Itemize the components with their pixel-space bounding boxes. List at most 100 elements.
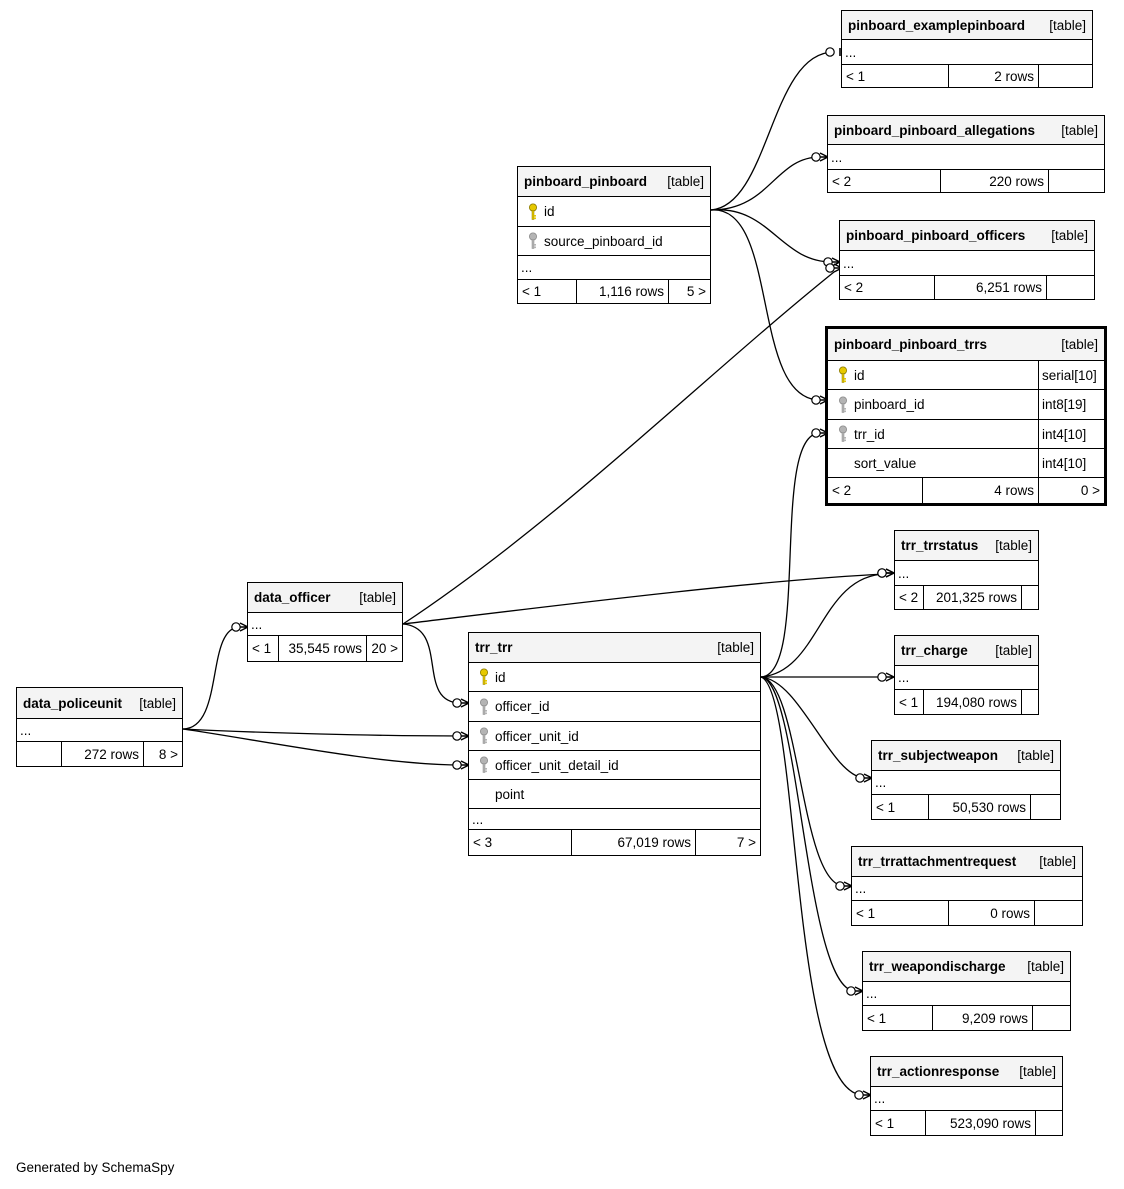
parents-link[interactable]: < 2 [844, 280, 864, 295]
more-columns-ellipsis[interactable]: ... [872, 770, 1060, 794]
children-link[interactable] [1048, 170, 1104, 192]
column-row[interactable]: officer_id [469, 691, 760, 721]
column-row[interactable]: id [469, 662, 760, 691]
children-link[interactable]: 20 > [366, 636, 402, 661]
table-header[interactable]: pinboard_pinboard_officers [table] [840, 221, 1094, 250]
table-type-tag: [table] [1019, 1064, 1056, 1079]
table-header[interactable]: pinboard_pinboard_trrs [table] [828, 329, 1104, 360]
children-link[interactable] [1035, 1111, 1062, 1135]
column-row[interactable]: officer_unit_id [469, 721, 760, 750]
more-columns-ellipsis[interactable]: ... [840, 250, 1094, 275]
children-link[interactable]: 0 > [1038, 478, 1104, 503]
parents-link[interactable]: < 1 [875, 1115, 895, 1131]
parents-link[interactable]: < 1 [846, 68, 866, 84]
column-row[interactable]: sort_value int4[10] [828, 448, 1104, 477]
more-columns-ellipsis[interactable]: ... [842, 39, 1092, 64]
more-columns-ellipsis[interactable]: ... [852, 876, 1082, 900]
table-type-tag: [table] [1061, 337, 1098, 352]
column-row[interactable]: pinboard_id int8[19] [828, 389, 1104, 419]
children-link[interactable] [1032, 1006, 1070, 1030]
table-header[interactable]: data_officer [table] [248, 583, 402, 612]
table-header[interactable]: pinboard_examplepinboard [table] [842, 11, 1092, 39]
table-header[interactable]: pinboard_pinboard [table] [518, 167, 710, 196]
children-link[interactable] [1038, 65, 1092, 87]
children-link[interactable] [1034, 901, 1082, 925]
table-header[interactable]: trr_actionresponse [table] [871, 1057, 1062, 1086]
parents-link[interactable]: < 2 [899, 590, 919, 605]
column-row[interactable]: point [469, 779, 760, 808]
table-type-tag: [table] [139, 695, 176, 711]
table-type-tag: [table] [717, 640, 754, 655]
table-header[interactable]: pinboard_pinboard_allegations [table] [828, 116, 1104, 144]
table-header[interactable]: trr_trr [table] [469, 633, 760, 662]
children-link[interactable]: 8 > [143, 742, 182, 766]
table-trr-trrattachmentrequest[interactable]: trr_trrattachmentrequest [table]... < 1 … [851, 846, 1083, 926]
parents-link[interactable]: < 3 [473, 835, 493, 850]
table-header[interactable]: trr_trrstatus [table] [895, 531, 1038, 560]
row-count: 194,080 rows [923, 690, 1021, 714]
more-columns-ellipsis[interactable]: ... [518, 255, 710, 279]
table-pinboard-pinboard-allegations[interactable]: pinboard_pinboard_allegations [table]...… [827, 115, 1105, 193]
parents-link[interactable]: < 2 [832, 173, 852, 189]
relationship-line [182, 626, 241, 730]
column-name: officer_unit_id [495, 728, 579, 744]
parents-link[interactable]: < 1 [867, 1010, 887, 1026]
table-footer: < 1 50,530 rows [872, 794, 1060, 819]
children-link[interactable] [1021, 690, 1038, 714]
table-data-officer[interactable]: data_officer [table]... < 1 35,545 rows … [247, 582, 403, 662]
column-row[interactable]: id serial[10] [828, 360, 1104, 389]
parents-link[interactable]: < 1 [856, 905, 876, 921]
more-columns-ellipsis[interactable]: ... [895, 665, 1038, 689]
column-row[interactable]: officer_unit_detail_id [469, 750, 760, 779]
children-link[interactable] [1046, 276, 1094, 299]
table-pinboard-pinboard[interactable]: pinboard_pinboard [table] id source_pinb… [517, 166, 711, 304]
children-link[interactable] [1021, 586, 1038, 609]
parents-link[interactable]: < 1 [876, 799, 896, 815]
column-row[interactable]: id [518, 196, 710, 226]
table-trr-subjectweapon[interactable]: trr_subjectweapon [table]... < 1 50,530 … [871, 740, 1061, 820]
column-name: sort_value [854, 455, 917, 471]
children-link[interactable]: 7 > [695, 830, 760, 855]
table-trr-charge[interactable]: trr_charge [table]... < 1 194,080 rows [894, 635, 1039, 715]
table-name: trr_subjectweapon [878, 748, 999, 763]
parents-link[interactable]: < 1 [252, 641, 272, 656]
more-columns-ellipsis[interactable]: ... [248, 612, 402, 635]
row-count: 9,209 rows [932, 1006, 1032, 1030]
foreign-key-icon [473, 755, 495, 775]
table-name: pinboard_examplepinboard [848, 17, 1026, 33]
table-trr-weapondischarge[interactable]: trr_weapondischarge [table]... < 1 9,209… [862, 951, 1071, 1031]
table-trr-trrstatus[interactable]: trr_trrstatus [table]... < 2 201,325 row… [894, 530, 1039, 610]
more-columns-ellipsis[interactable]: ... [863, 981, 1070, 1005]
table-pinboard-examplepinboard[interactable]: pinboard_examplepinboard [table]... < 1 … [841, 10, 1093, 88]
relationship-line [760, 676, 864, 1096]
more-columns-ellipsis[interactable]: ... [895, 560, 1038, 585]
parents-link[interactable]: < 1 [899, 694, 919, 710]
table-name: pinboard_pinboard_allegations [834, 122, 1036, 138]
children-link[interactable] [1030, 795, 1060, 819]
table-pinboard-pinboard-trrs[interactable]: pinboard_pinboard_trrs [table] id serial… [825, 326, 1107, 506]
table-header[interactable]: trr_weapondischarge [table] [863, 952, 1070, 981]
more-columns-ellipsis[interactable]: ... [17, 718, 182, 741]
table-pinboard-pinboard-officers[interactable]: pinboard_pinboard_officers [table]... < … [839, 220, 1095, 300]
more-columns-ellipsis[interactable]: ... [828, 144, 1104, 169]
table-header[interactable]: trr_trrattachmentrequest [table] [852, 847, 1082, 876]
table-data-policeunit[interactable]: data_policeunit [table]... 272 rows 8 > [16, 687, 183, 767]
row-count: 201,325 rows [923, 586, 1021, 609]
more-columns-ellipsis[interactable]: ... [871, 1086, 1062, 1110]
parents-link[interactable] [17, 742, 61, 766]
column-row[interactable]: source_pinboard_id [518, 226, 710, 255]
table-header[interactable]: data_policeunit [table] [17, 688, 182, 718]
children-link[interactable]: 5 > [668, 280, 710, 303]
table-trr-trr[interactable]: trr_trr [table] id officer_id officer_un… [468, 632, 761, 856]
table-header[interactable]: trr_charge [table] [895, 636, 1038, 665]
table-header[interactable]: trr_subjectweapon [table] [872, 741, 1060, 770]
optional-circle-marker [452, 731, 462, 741]
optional-circle-marker [452, 760, 462, 770]
column-row[interactable]: trr_id int4[10] [828, 419, 1104, 448]
parents-link[interactable]: < 2 [832, 483, 852, 498]
more-columns-ellipsis[interactable]: ... [469, 808, 760, 829]
table-trr-actionresponse[interactable]: trr_actionresponse [table]... < 1 523,09… [870, 1056, 1063, 1136]
parents-link[interactable]: < 1 [522, 284, 542, 299]
table-type-tag: [table] [1061, 122, 1098, 138]
